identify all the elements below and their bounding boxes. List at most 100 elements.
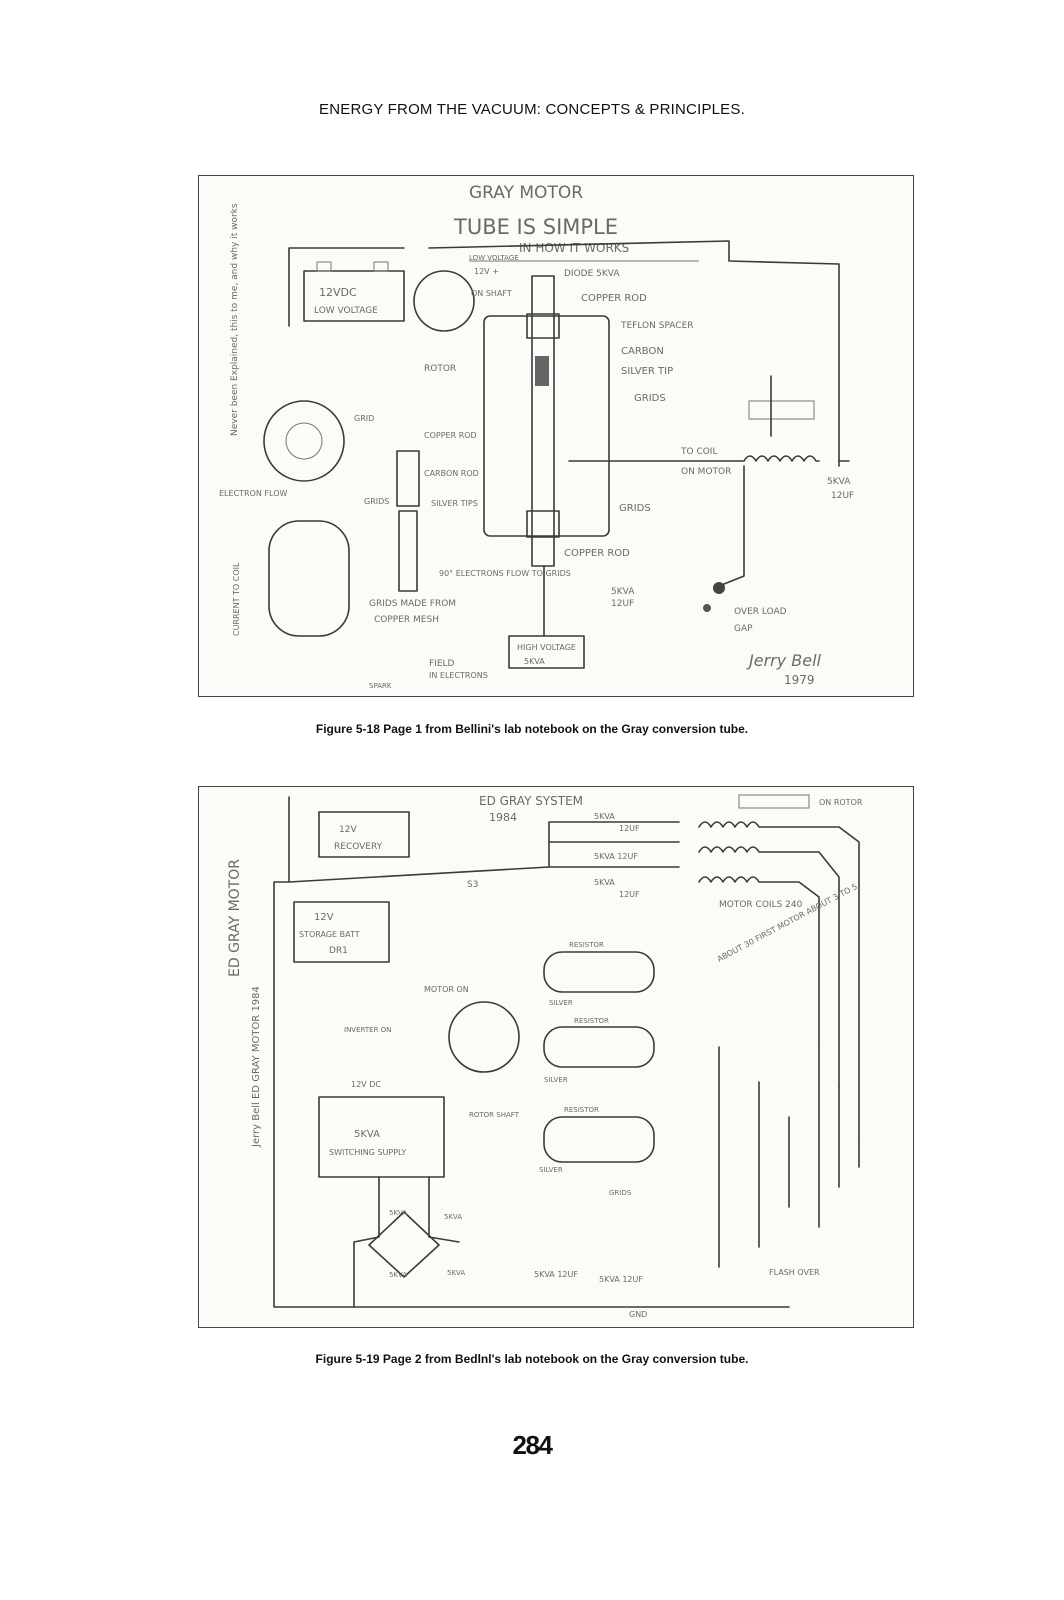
label-bottom-cap: 5KVA 12UF xyxy=(534,1270,578,1279)
side-title: ED GRAY MOTOR xyxy=(227,859,243,977)
label-motor-coils: MOTOR COILS 240 xyxy=(719,900,803,910)
label-resistor-3: RESISTOR xyxy=(564,1106,599,1114)
label-bridge-4: 5KVA xyxy=(447,1269,465,1277)
label-electron-flow: ELECTRON FLOW xyxy=(219,489,287,498)
label-electrons: 90° ELECTRONS FLOW TO GRIDS xyxy=(439,569,571,578)
label-cap2-12uf: 12UF xyxy=(611,599,634,609)
tube-3 xyxy=(543,1116,655,1163)
conversion-tube xyxy=(483,315,610,537)
label-12vdc: 12VDC xyxy=(319,286,357,299)
label-spark: SPARK xyxy=(369,682,392,690)
label-field: FIELD xyxy=(429,659,455,669)
label-bridge-2: 5KVA xyxy=(444,1213,462,1221)
signature: Jerry Bell xyxy=(746,651,822,670)
title-ed-gray-system: ED GRAY SYSTEM xyxy=(479,794,583,808)
rotor-shaft-switch xyxy=(448,1001,520,1073)
side-note: Never been Explained, this to me, and wh… xyxy=(230,203,240,436)
label-silver-tips: SILVER TIPS xyxy=(431,499,478,508)
teflon-spacer-top xyxy=(526,313,560,339)
label-rotor-shaft: ROTOR SHAFT xyxy=(469,1111,520,1119)
label-copper-rod-2: COPPER ROD xyxy=(424,431,477,440)
label-cap-12uf: 12UF xyxy=(619,824,640,833)
coil-return-wire xyxy=(718,465,745,587)
storage-battery xyxy=(293,901,390,963)
label-over-load: OVER LOAD xyxy=(734,607,787,617)
label-motor-on: MOTOR ON xyxy=(424,985,469,994)
label-cap-12uf: 12UF xyxy=(831,491,854,501)
label-inverter-on: INVERTER ON xyxy=(344,1026,391,1034)
gray-motor-tube-diagram: GRAY MOTOR TUBE IS SIMPLE IN HOW IT WORK… xyxy=(219,183,854,690)
label-to-coil: TO COIL xyxy=(680,447,717,457)
bridge-rectifier xyxy=(368,1211,440,1278)
figure-5-18-caption: Figure 5-18 Page 1 from Bellini's lab no… xyxy=(315,722,749,736)
flash-over-leads xyxy=(718,1046,860,1268)
label-rotor: ROTOR xyxy=(424,364,456,374)
label-grids-3: GRIDS xyxy=(619,503,651,514)
high-voltage-supply xyxy=(508,635,585,669)
label-cap-5kva: 5KVA xyxy=(827,477,851,487)
carbon-rod-part xyxy=(396,450,420,507)
label-on-motor: ON MOTOR xyxy=(681,467,731,477)
grid-inner xyxy=(285,422,323,460)
overload-gap-bottom xyxy=(703,604,711,612)
label-in-electrons: IN ELECTRONS xyxy=(429,671,488,680)
label-resistor-2: RESISTOR xyxy=(574,1017,609,1025)
top-wire xyxy=(288,240,840,467)
label-on-shaft: ON SHAFT xyxy=(471,289,512,298)
side-signature: Jerry Bell ED GRAY MOTOR 1984 xyxy=(251,986,262,1148)
title-tube-simple: TUBE IS SIMPLE xyxy=(453,215,618,239)
figure-5-19-sketch: ED GRAY SYSTEM 1984 ON ROTOR 12V RECOVER… xyxy=(198,786,914,1328)
label-dr1: DR1 xyxy=(329,946,348,956)
label-copper-rod-3: COPPER ROD xyxy=(564,548,630,559)
battery-12vdc xyxy=(303,270,405,322)
label-silver-tip: SILVER TIP xyxy=(621,366,673,377)
label-grid: GRID xyxy=(354,414,374,423)
label-grids-2: GRIDS xyxy=(364,497,389,506)
label-silver-1: SILVER xyxy=(549,999,573,1007)
label-carbon: CARBON xyxy=(621,346,664,357)
label-gnd: GND xyxy=(629,1310,647,1319)
label-recovery: RECOVERY xyxy=(334,842,383,852)
label-carbon-rod: CARBON ROD xyxy=(424,469,479,478)
label-switching-5kva: 5KVA xyxy=(354,1129,380,1140)
label-cap3-5kva: 5KVA xyxy=(594,878,615,887)
title-gray-motor: GRAY MOTOR xyxy=(469,183,583,203)
label-cap3-12uf: 12UF xyxy=(619,890,640,899)
battery-terminal-neg xyxy=(316,261,332,272)
label-high-voltage: HIGH VOLTAGE xyxy=(517,643,576,652)
overload-gap-top xyxy=(713,582,725,594)
tube-2 xyxy=(543,1026,655,1068)
label-recovery-12v: 12V xyxy=(339,825,357,835)
label-bottom-cap-2: 5KVA 12UF xyxy=(599,1275,643,1284)
label-diode: DIODE 5KVA xyxy=(564,269,620,279)
title-year: 1984 xyxy=(489,811,517,824)
label-silver-2: SILVER xyxy=(544,1076,568,1084)
label-battery-low-voltage: LOW VOLTAGE xyxy=(314,306,378,316)
label-teflon: TEFLON SPACER xyxy=(620,321,694,331)
label-12v-dc: 12V DC xyxy=(351,1080,381,1089)
teflon-spacer-bottom xyxy=(526,510,560,538)
label-grids: GRIDS xyxy=(609,1189,632,1197)
label-cap-5kva: 5KVA xyxy=(594,812,615,821)
label-resistor-1: RESISTOR xyxy=(569,941,604,949)
switching-supply xyxy=(318,1096,445,1178)
label-silver-3: SILVER xyxy=(539,1166,563,1174)
label-bridge-3: 5KVA xyxy=(389,1271,407,1279)
motor-coil xyxy=(568,455,850,462)
rotor-disk xyxy=(413,270,475,332)
label-bridge-1: 5KVA xyxy=(389,1209,407,1217)
label-12v: 12V + xyxy=(474,267,499,276)
label-battery-12v: 12V xyxy=(314,912,334,923)
figure-5-18-sketch: GRAY MOTOR TUBE IS SIMPLE IN HOW IT WORK… xyxy=(198,175,914,697)
label-hv-5kva: 5KVA xyxy=(524,657,545,666)
label-current-coil: CURRENT TO COIL xyxy=(232,562,241,636)
label-cap-2: 5KVA 12UF xyxy=(594,852,638,861)
label-s3: S3 xyxy=(467,880,478,890)
grid-end-view xyxy=(263,400,345,482)
tube-1 xyxy=(543,951,655,993)
silver-tip-rod xyxy=(398,510,418,592)
label-copper-rod: COPPER ROD xyxy=(581,293,647,304)
signature-year: 1979 xyxy=(784,673,815,687)
label-cap2-5kva: 5KVA xyxy=(611,587,635,597)
label-gap: GAP xyxy=(734,624,753,634)
